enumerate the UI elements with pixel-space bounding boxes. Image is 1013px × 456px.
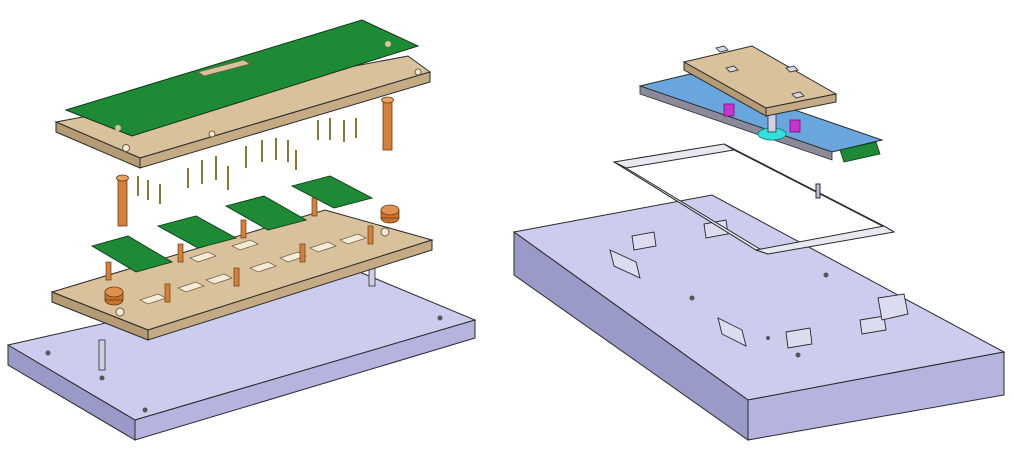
top-plate-hole <box>414 68 422 76</box>
brass-post <box>105 261 112 281</box>
green-probe-board <box>290 175 374 209</box>
pcb-hole <box>115 125 121 131</box>
top-plate-hole <box>208 130 216 138</box>
brass-post <box>240 219 247 239</box>
press-nut <box>791 91 805 99</box>
left-brass-bushings <box>104 204 400 306</box>
magenta-spacer <box>723 103 735 117</box>
left-base-hole <box>45 350 51 356</box>
brass-post <box>299 243 306 263</box>
left-base-plate <box>6 267 477 441</box>
right-base-side <box>747 351 1005 441</box>
left-top-plate <box>54 55 432 169</box>
long-pogo-post <box>382 99 393 151</box>
right-base-holes <box>689 272 829 358</box>
top-pcb <box>64 19 420 137</box>
locator-block <box>785 327 813 349</box>
left-base-plate-side <box>134 319 476 441</box>
brass-post <box>367 225 374 245</box>
left-base-hole <box>142 407 148 413</box>
left-top-green-pcb <box>64 19 420 137</box>
brass-bushing <box>104 286 124 298</box>
right-fixture-exploded-view <box>512 45 1006 441</box>
frame-rail-top <box>612 143 736 169</box>
locator-block <box>703 219 729 239</box>
locator-block <box>609 249 641 279</box>
brass-bushing <box>380 204 400 216</box>
probe-plate-pads <box>139 233 367 305</box>
long-pogo-post <box>117 177 128 227</box>
left-base-hole <box>437 315 443 321</box>
press-nut <box>785 65 799 73</box>
left-pogo-pins <box>137 118 357 204</box>
right-base-block <box>512 194 1006 441</box>
green-probe-board <box>90 235 174 273</box>
long-pogo-post-cap <box>116 174 129 182</box>
left-fixture-exploded-view <box>6 19 477 441</box>
top-plate-side <box>139 71 431 169</box>
press-nut <box>715 45 729 53</box>
left-guide-posts <box>98 267 376 371</box>
top-plate-hole <box>122 144 130 152</box>
guide-post <box>98 339 106 371</box>
right-metal-frame <box>612 143 896 255</box>
brass-post <box>311 197 318 217</box>
pcb-hole <box>385 41 391 47</box>
left-brass-posts <box>105 197 374 303</box>
guide-post <box>368 267 376 287</box>
brass-post <box>164 283 171 303</box>
long-pogo-post-cap <box>381 96 394 104</box>
press-nut <box>725 65 739 73</box>
brass-post <box>177 243 184 263</box>
left-probe-plate <box>50 209 434 341</box>
press-nuts <box>715 45 805 99</box>
locator-block <box>859 315 887 335</box>
magenta-spacers <box>723 103 801 133</box>
pcb-connector <box>197 59 251 77</box>
left-long-pogo-posts <box>116 96 394 227</box>
lcd-flex-connector <box>839 141 881 163</box>
green-probe-board <box>156 215 238 249</box>
right-locator-blocks <box>609 219 909 349</box>
green-probe-board <box>224 195 308 231</box>
probe-plate-hole <box>380 227 390 237</box>
left-base-hole <box>99 375 105 381</box>
brass-post <box>233 267 240 287</box>
probe-plate-hole <box>115 307 125 317</box>
frame-guide-pin <box>815 183 821 199</box>
locator-block <box>631 231 657 251</box>
press-block-side <box>765 93 837 117</box>
frame-rail-bottom <box>754 225 896 255</box>
magenta-spacer <box>789 119 801 133</box>
left-green-probe-boards <box>90 175 374 273</box>
locator-block <box>717 317 747 347</box>
locator-block <box>877 293 909 321</box>
probe-plate-side <box>147 239 433 341</box>
